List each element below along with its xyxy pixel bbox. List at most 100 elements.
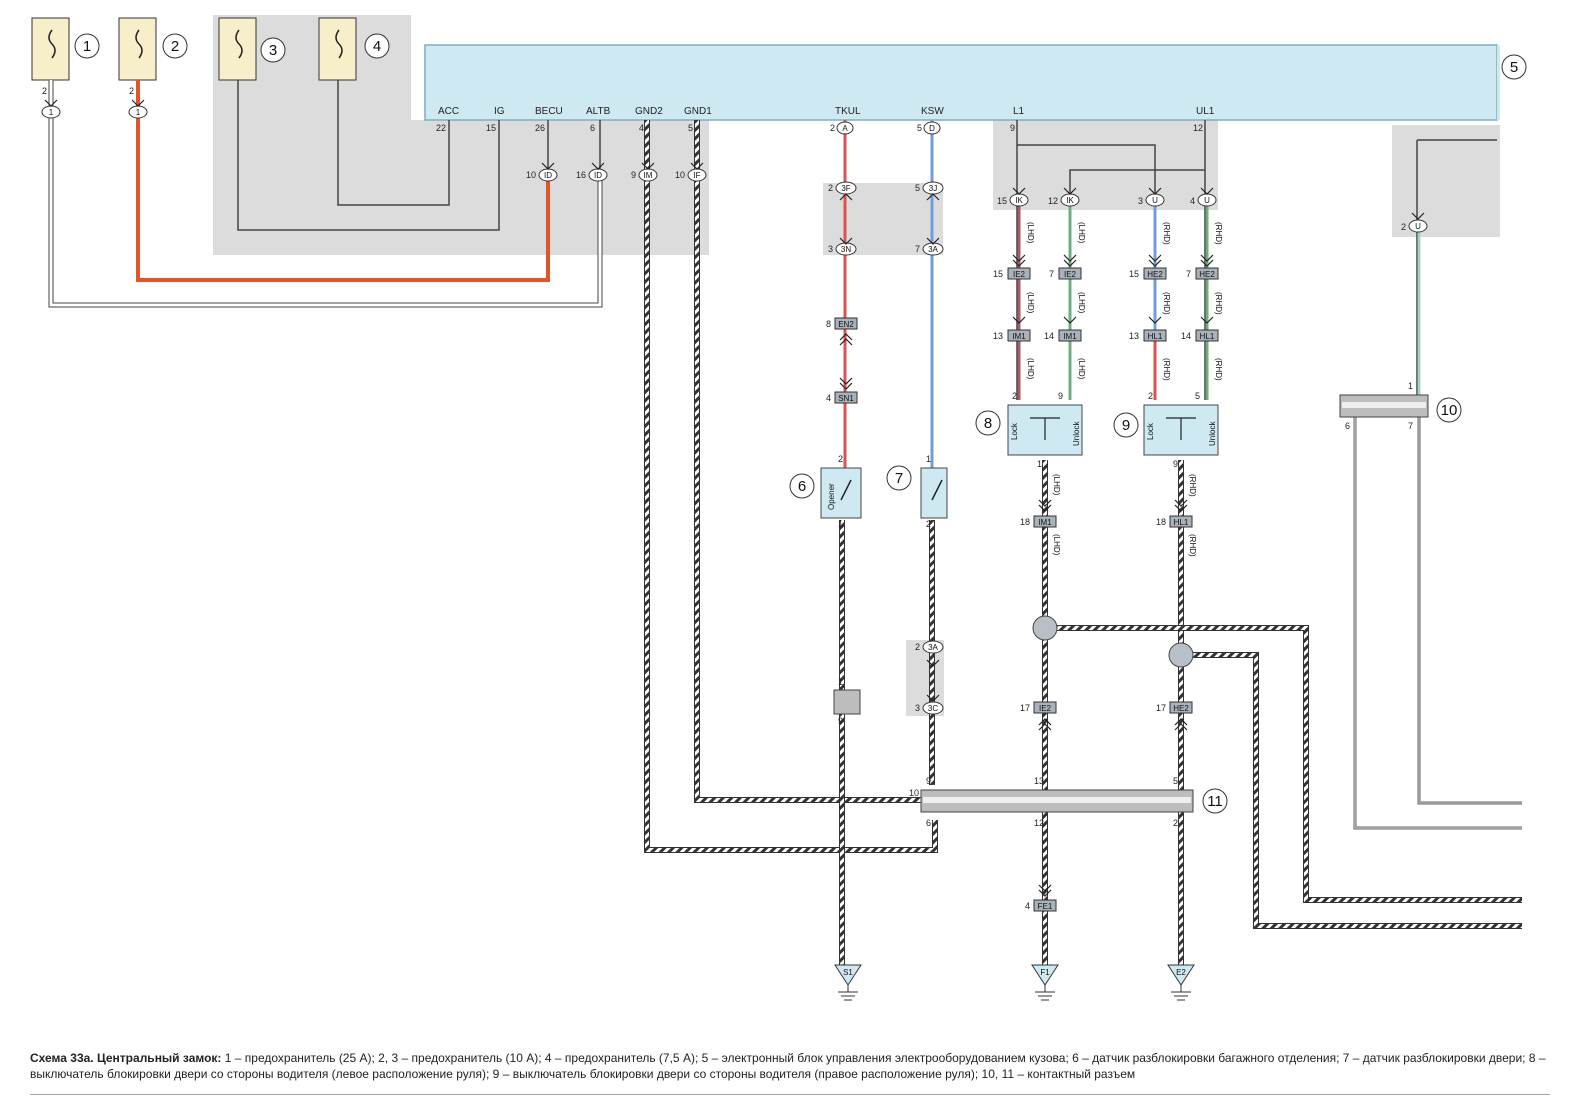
ground-f1: F1 <box>1031 964 1059 1001</box>
svg-text:9: 9 <box>631 170 636 180</box>
svg-text:1: 1 <box>1037 459 1042 469</box>
svg-text:1: 1 <box>1408 381 1413 391</box>
svg-text:9: 9 <box>838 716 843 726</box>
svg-text:1: 1 <box>838 677 843 687</box>
pin-numbers: 2 2 22 15 26 6 4 5 2 5 9 12 10 16 9 10 2… <box>42 86 1413 911</box>
num-3: 3 <box>269 42 277 59</box>
conn-ie2c: IE2 <box>1033 701 1057 714</box>
wiring-diagram: ACC IG BECU ALTB GND2 GND1 TKUL KSW L1 U… <box>31 15 1527 1001</box>
figure-caption: Схема 33а. Центральный замок: 1 – предох… <box>30 1050 1550 1082</box>
svg-text:HE2: HE2 <box>1199 270 1215 279</box>
svg-text:IM1: IM1 <box>1012 332 1026 341</box>
unlock-label-9: Unlock <box>1208 421 1217 446</box>
wire-arrows <box>44 99 1425 897</box>
num-9: 9 <box>1122 417 1130 434</box>
num-10: 10 <box>1441 402 1458 419</box>
svg-text:15: 15 <box>993 269 1003 279</box>
svg-text:7: 7 <box>915 244 920 254</box>
fuse-1 <box>31 17 70 81</box>
svg-text:26: 26 <box>535 123 545 133</box>
num-4: 4 <box>373 38 381 55</box>
lock-label-8: Lock <box>1010 422 1019 440</box>
caption-divider <box>30 1094 1550 1095</box>
ground-wires <box>644 120 1522 965</box>
svg-text:1: 1 <box>926 454 931 464</box>
svg-text:(LHD): (LHD) <box>1026 358 1035 380</box>
ecu-pin-labels: ACC IG BECU ALTB GND2 GND1 TKUL KSW L1 U… <box>438 106 1215 117</box>
svg-text:12: 12 <box>1193 123 1203 133</box>
svg-text:1: 1 <box>838 519 843 529</box>
opener-label: Opener <box>827 483 836 510</box>
svg-text:IM1: IM1 <box>1063 332 1077 341</box>
num-6: 6 <box>798 478 806 495</box>
pin-ul1: UL1 <box>1196 106 1215 117</box>
svg-text:IE2: IE2 <box>1039 704 1052 713</box>
svg-text:IE2: IE2 <box>1064 270 1077 279</box>
svg-text:17: 17 <box>1020 703 1030 713</box>
svg-text:2: 2 <box>926 519 931 529</box>
conn-im1b: IM1 <box>1058 329 1082 342</box>
switches: Opener Lock Unlock Lock Unlock <box>820 404 1219 715</box>
svg-text:ID: ID <box>544 171 552 180</box>
svg-text:(LHD): (LHD) <box>1077 358 1086 380</box>
pin-becu: BECU <box>535 106 563 117</box>
svg-text:1: 1 <box>49 108 54 117</box>
conn-d: D <box>923 121 941 135</box>
svg-text:9: 9 <box>926 776 931 786</box>
caption-title: Схема 33а. Центральный замок: <box>30 1051 222 1065</box>
svg-text:2: 2 <box>42 86 47 96</box>
pin-l1: L1 <box>1013 106 1025 117</box>
caption-text: 1 – предохранитель (25 А); 2, 3 – предох… <box>30 1051 1546 1081</box>
svg-text:U: U <box>1415 222 1421 231</box>
svg-text:U: U <box>1152 196 1158 205</box>
svg-text:(RHD): (RHD) <box>1188 534 1197 557</box>
svg-text:13: 13 <box>993 331 1003 341</box>
door-unlock-switch <box>920 467 948 519</box>
svg-text:2: 2 <box>838 454 843 464</box>
svg-text:15: 15 <box>486 123 496 133</box>
svg-text:14: 14 <box>1181 331 1191 341</box>
round-connectors: 1 1 ID ID IM IF A D 3F 3J 3N 3A IK IK U … <box>41 105 1428 715</box>
lock-label-9: Lock <box>1146 422 1155 440</box>
conn-c2: 1 <box>128 105 148 119</box>
svg-text:16: 16 <box>576 170 586 180</box>
svg-text:10: 10 <box>909 788 919 798</box>
svg-text:3: 3 <box>915 703 920 713</box>
ground-e2: E2 <box>1167 964 1195 1001</box>
svg-text:2: 2 <box>828 183 833 193</box>
conn-ie2a: IE2 <box>1007 267 1031 280</box>
svg-text:IE2: IE2 <box>1013 270 1026 279</box>
inline-connectors: EN2 SN1 IE2 IE2 HE2 HE2 IM1 IM1 HL1 HL1 … <box>834 267 1219 912</box>
svg-text:10: 10 <box>526 170 536 180</box>
conn-3c: 3C <box>922 701 944 715</box>
conn-im1c: IM1 <box>1033 515 1057 528</box>
svg-text:15: 15 <box>997 196 1007 206</box>
num-2: 2 <box>171 38 179 55</box>
svg-text:EN2: EN2 <box>838 320 854 329</box>
trunk-opener-switch <box>820 467 862 519</box>
fuse-4 <box>318 17 357 81</box>
svg-text:5: 5 <box>915 183 920 193</box>
svg-text:(RHD): (RHD) <box>1188 474 1197 497</box>
signal-wires <box>843 120 1522 830</box>
num-1: 1 <box>83 38 91 55</box>
svg-text:14: 14 <box>1044 331 1054 341</box>
svg-text:A: A <box>842 124 848 133</box>
svg-text:IK: IK <box>1066 196 1074 205</box>
svg-text:12: 12 <box>1048 196 1058 206</box>
svg-text:9: 9 <box>1010 123 1015 133</box>
fuse-wires <box>48 80 603 308</box>
svg-text:18: 18 <box>1156 517 1166 527</box>
svg-text:2: 2 <box>1148 391 1153 401</box>
conn-3a-top: 3A <box>922 242 944 256</box>
svg-text:22: 22 <box>436 123 446 133</box>
svg-text:S1: S1 <box>843 968 853 977</box>
conn-c1: 1 <box>41 105 61 119</box>
svg-text:4: 4 <box>639 123 644 133</box>
conn-3j: 3J <box>922 181 944 195</box>
svg-text:3F: 3F <box>841 184 850 193</box>
ground-s1: S1 <box>834 964 862 1001</box>
junction-small <box>833 689 861 715</box>
svg-text:IF: IF <box>693 171 700 180</box>
svg-text:15: 15 <box>1129 269 1139 279</box>
